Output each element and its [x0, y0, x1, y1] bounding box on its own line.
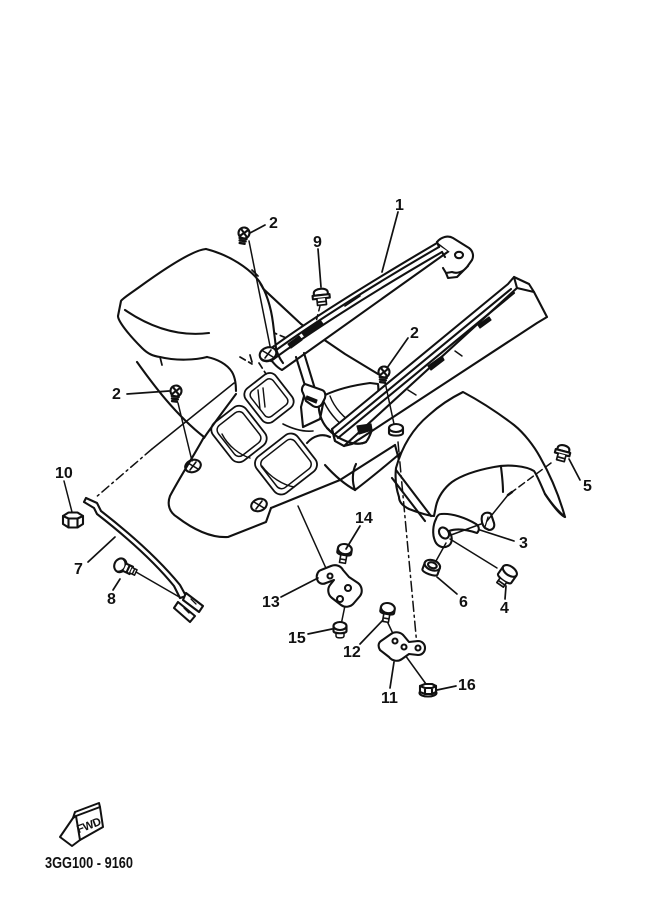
svg-text:7: 7	[74, 561, 83, 578]
svg-text:2: 2	[112, 386, 121, 403]
svg-text:2: 2	[269, 215, 278, 232]
svg-text:14: 14	[355, 510, 373, 527]
svg-text:13: 13	[262, 594, 280, 611]
svg-text:15: 15	[288, 630, 306, 647]
svg-text:3: 3	[519, 535, 528, 552]
svg-text:5: 5	[583, 478, 592, 495]
svg-text:8: 8	[107, 591, 116, 608]
svg-text:FWD: FWD	[75, 816, 103, 836]
svg-text:3GG100 - 9160: 3GG100 - 9160	[45, 855, 133, 872]
svg-text:12: 12	[343, 644, 361, 661]
svg-text:4: 4	[500, 600, 509, 617]
svg-text:2: 2	[410, 325, 419, 342]
svg-text:10: 10	[55, 465, 73, 482]
svg-text:6: 6	[459, 594, 468, 611]
svg-text:9: 9	[313, 234, 322, 251]
svg-text:16: 16	[458, 677, 476, 694]
svg-text:11: 11	[381, 690, 398, 707]
svg-text:1: 1	[395, 197, 404, 214]
